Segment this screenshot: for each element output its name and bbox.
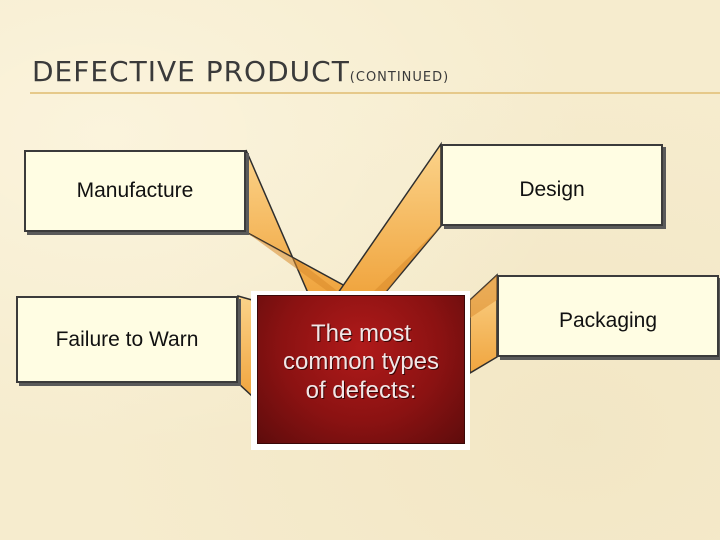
- ray-manufacture-shade: [246, 232, 340, 293]
- box-design-label: Design: [519, 178, 585, 201]
- box-failure-to-warn: Failure to Warn: [16, 296, 238, 383]
- box-design: Design: [441, 144, 663, 226]
- ray-packaging-shade: [470, 275, 497, 318]
- box-packaging-label: Packaging: [558, 309, 658, 332]
- ray-design: [336, 141, 442, 294]
- title-suffix: (CONTINUED): [349, 70, 450, 85]
- box-packaging: Packaging: [497, 275, 719, 357]
- box-manufacture-label: Manufacture: [76, 179, 194, 202]
- center-box-fill: The most common types of defects:: [257, 295, 465, 444]
- ray-failure-to-warn: [237, 295, 253, 398]
- center-box: The most common types of defects:: [251, 291, 470, 450]
- box-failure-to-warn-label: Failure to Warn: [55, 327, 199, 351]
- box-manufacture: Manufacture: [24, 150, 246, 232]
- ray-design-shade: [372, 226, 441, 293]
- slide-title: DEFECTIVE PRODUCT(CONTINUED): [32, 55, 449, 88]
- title-main: DEFECTIVE PRODUCT: [32, 55, 350, 88]
- center-label: The most common types of defects:: [282, 320, 440, 404]
- title-underline: [30, 92, 720, 94]
